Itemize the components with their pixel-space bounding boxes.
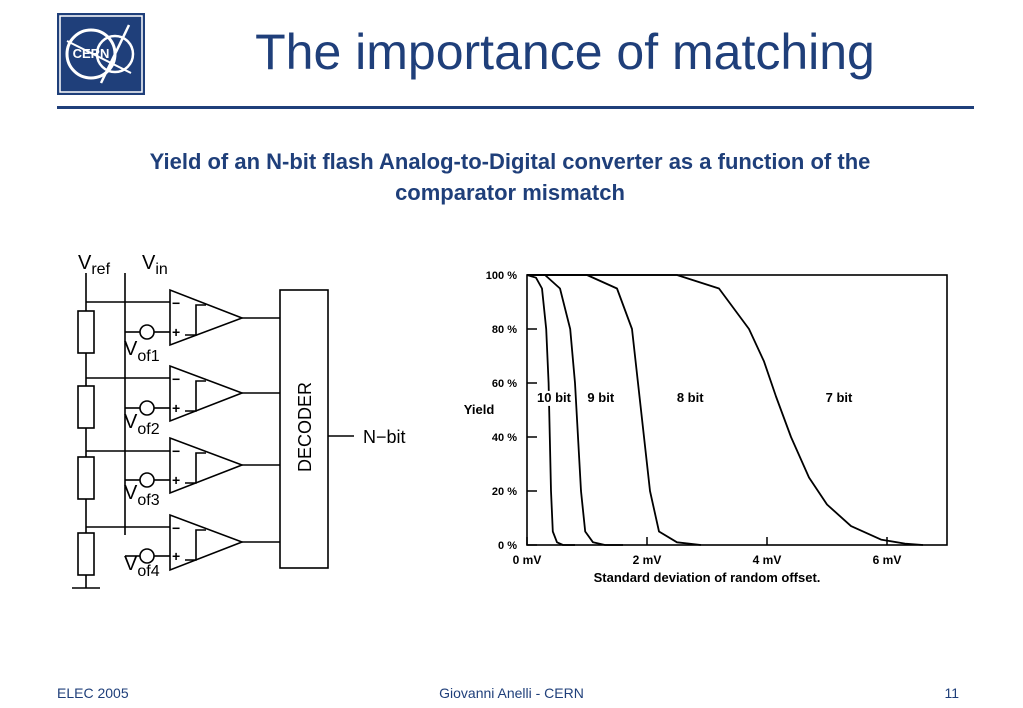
offset-source-1: [139, 324, 155, 340]
y-tick-label: 60 %: [492, 378, 517, 390]
x-tick-label: 6 mV: [873, 553, 902, 567]
offset-label-3: Vof3: [124, 482, 160, 509]
y-tick-label: 20 %: [492, 486, 517, 498]
vin-label: Vin: [142, 252, 168, 278]
output-label: N−bit: [363, 427, 406, 447]
comparator-2-minus: −: [172, 371, 180, 387]
cern-logo-icon: CERN: [59, 15, 143, 93]
series-line: [527, 274, 702, 546]
comparator-4-minus: −: [172, 520, 180, 536]
series-label: 8 bit: [677, 390, 704, 405]
series-label-bg: [817, 390, 861, 406]
offset-source-3: [139, 472, 155, 488]
footer-course: ELEC 2005: [57, 685, 129, 701]
series-label: 9 bit: [587, 390, 614, 405]
logo-text: CERN: [73, 46, 110, 61]
comparator-1-minus: −: [172, 295, 180, 311]
x-axis-label: Standard deviation of random offset.: [594, 570, 821, 585]
footer-author: Giovanni Anelli - CERN: [439, 685, 584, 701]
comparator-4-plus: +: [172, 548, 180, 564]
yield-chart-svg: 0 % 20 % 40 % 60 % 80 % 100 % 0 mV 2 mV 4 mV 6 m…: [464, 270, 948, 585]
series-line: [527, 274, 623, 546]
cern-logo: CERN: [57, 13, 145, 95]
x-tick-label: 0 mV: [513, 553, 542, 567]
comparator-3-minus: −: [172, 443, 180, 459]
slide-subtitle: Yield of an N-bit flash Analog-to-Digita…: [60, 146, 960, 208]
plot-frame: [526, 274, 948, 546]
flash-adc-schematic: Vref Vin Vof1 Vof2 Vof3 Vof4 − + − + − +…: [60, 245, 430, 600]
y-tick-label: 80 %: [492, 324, 517, 336]
vref-label: Vref: [78, 252, 111, 278]
decoder-label: DECODER: [295, 382, 315, 472]
y-tick-label: 0 %: [498, 540, 517, 552]
series-label: 7 bit: [826, 390, 853, 405]
series-line: [526, 274, 575, 546]
y-tick-label: 40 %: [492, 432, 517, 444]
offset-source-4: [139, 548, 155, 564]
offset-label-1: Vof1: [124, 338, 160, 365]
yield-chart: 0 % 20 % 40 % 60 % 80 % 100 % 0 mV 2 mV 4 mV 6 m…: [445, 262, 955, 602]
footer-page-number: 11: [944, 685, 959, 701]
comparator-3-plus: +: [172, 472, 180, 488]
offset-label-4: Vof4: [124, 553, 160, 580]
series-label: 10 bit: [537, 390, 572, 405]
page-title: The importance of matching: [255, 24, 875, 80]
series-line: [527, 274, 924, 546]
x-tick-label: 2 mV: [633, 553, 662, 567]
schematic-svg: Vref Vin Vof1 Vof2 Vof3 Vof4 − + − + − +…: [72, 252, 406, 589]
y-tick-label: 100 %: [486, 270, 517, 282]
series-label-bg: [668, 390, 713, 406]
subtitle-line-2: comparator mismatch: [395, 180, 625, 205]
y-axis-label: Yield: [464, 402, 495, 417]
x-tick-label: 4 mV: [753, 553, 782, 567]
subtitle-line-1: Yield of an N-bit flash Analog-to-Digita…: [149, 149, 871, 174]
comparator-2-plus: +: [172, 400, 180, 416]
series-label-bg: [532, 390, 576, 406]
comparator-1-plus: +: [172, 324, 180, 340]
series-label-bg: [578, 390, 623, 406]
offset-label-2: Vof2: [124, 411, 160, 438]
offset-source-2: [139, 400, 155, 416]
title-divider: [57, 106, 974, 109]
